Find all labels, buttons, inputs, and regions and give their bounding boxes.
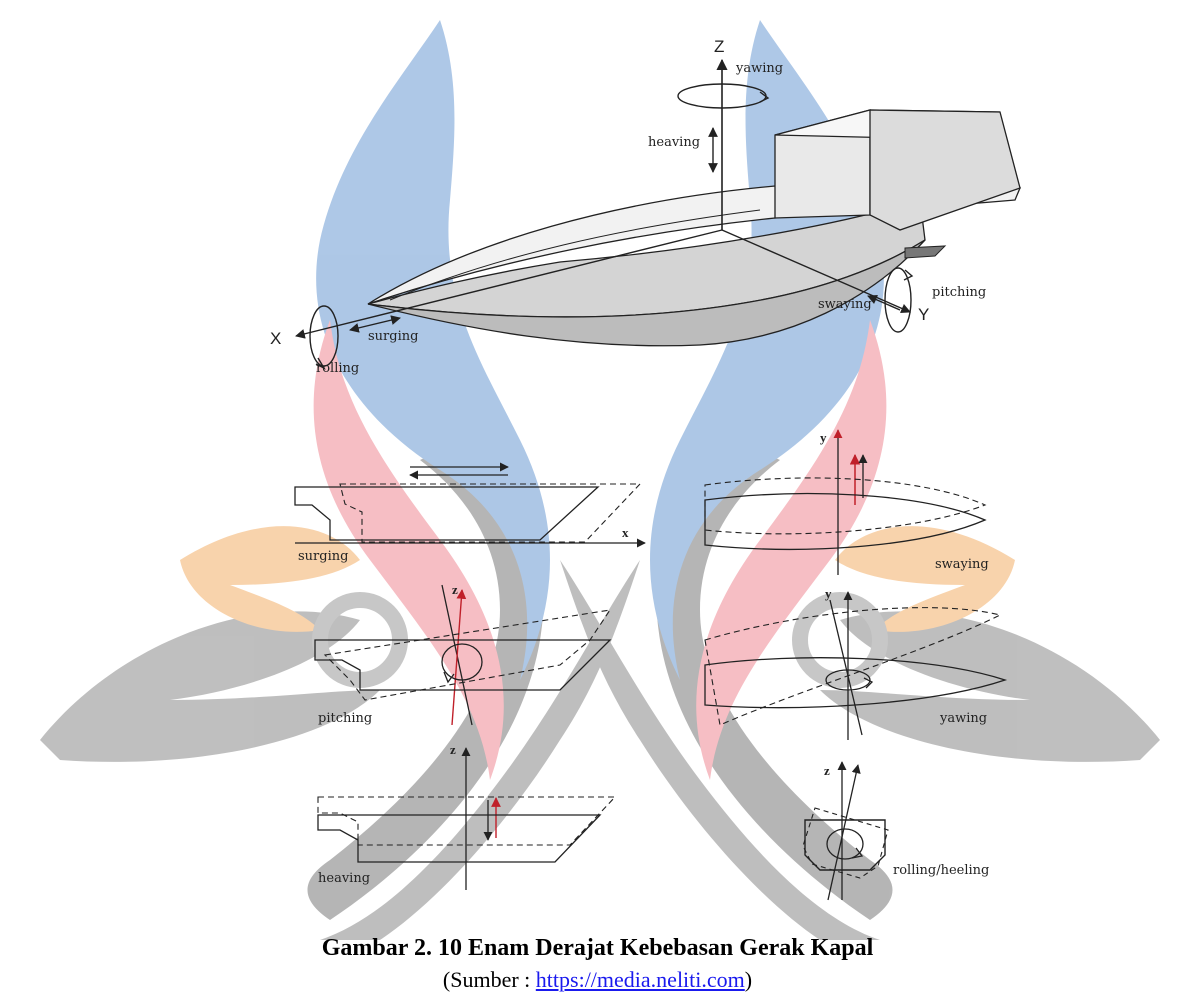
source-prefix: (Sumber : bbox=[443, 967, 536, 992]
source-suffix: ) bbox=[745, 967, 752, 992]
pitching-panel-label: pitching bbox=[318, 711, 372, 726]
yawing-label: yawing bbox=[735, 61, 783, 76]
watermark-left-wing bbox=[40, 611, 380, 762]
rolling-label: rolling bbox=[316, 361, 359, 376]
heaving-panel-label: heaving bbox=[318, 871, 370, 886]
swaying-label: swaying bbox=[818, 297, 872, 312]
svg-text:z: z bbox=[824, 763, 830, 778]
pitching-rotation-icon bbox=[885, 268, 911, 332]
ship-cabin-side bbox=[870, 110, 1020, 230]
y-axis-label: Y bbox=[918, 305, 929, 324]
watermark-right-wing bbox=[820, 611, 1160, 762]
svg-text:z: z bbox=[450, 742, 456, 757]
svg-text:z: z bbox=[452, 582, 458, 597]
x-axis-label: X bbox=[270, 329, 281, 348]
rolling-panel-label: rolling/heeling bbox=[893, 863, 989, 878]
ship-stern-fin bbox=[905, 246, 945, 258]
z-axis-label: Z bbox=[714, 37, 724, 56]
yawing-panel-label: yawing bbox=[939, 711, 987, 726]
svg-text:y: y bbox=[825, 586, 832, 601]
heaving-label: heaving bbox=[648, 135, 700, 150]
figure-caption-title: Gambar 2. 10 Enam Derajat Kebebasan Gera… bbox=[0, 935, 1195, 962]
svg-text:x: x bbox=[622, 525, 629, 540]
pitching-label: pitching bbox=[932, 285, 986, 300]
swaying-panel-label: swaying bbox=[935, 557, 989, 572]
svg-text:y: y bbox=[820, 430, 827, 445]
surging-label: surging bbox=[368, 329, 418, 344]
figure-caption-source: (Sumber : https://media.neliti.com) bbox=[0, 967, 1195, 993]
source-link[interactable]: https://media.neliti.com bbox=[536, 967, 745, 992]
surging-panel-label: surging bbox=[298, 549, 348, 564]
